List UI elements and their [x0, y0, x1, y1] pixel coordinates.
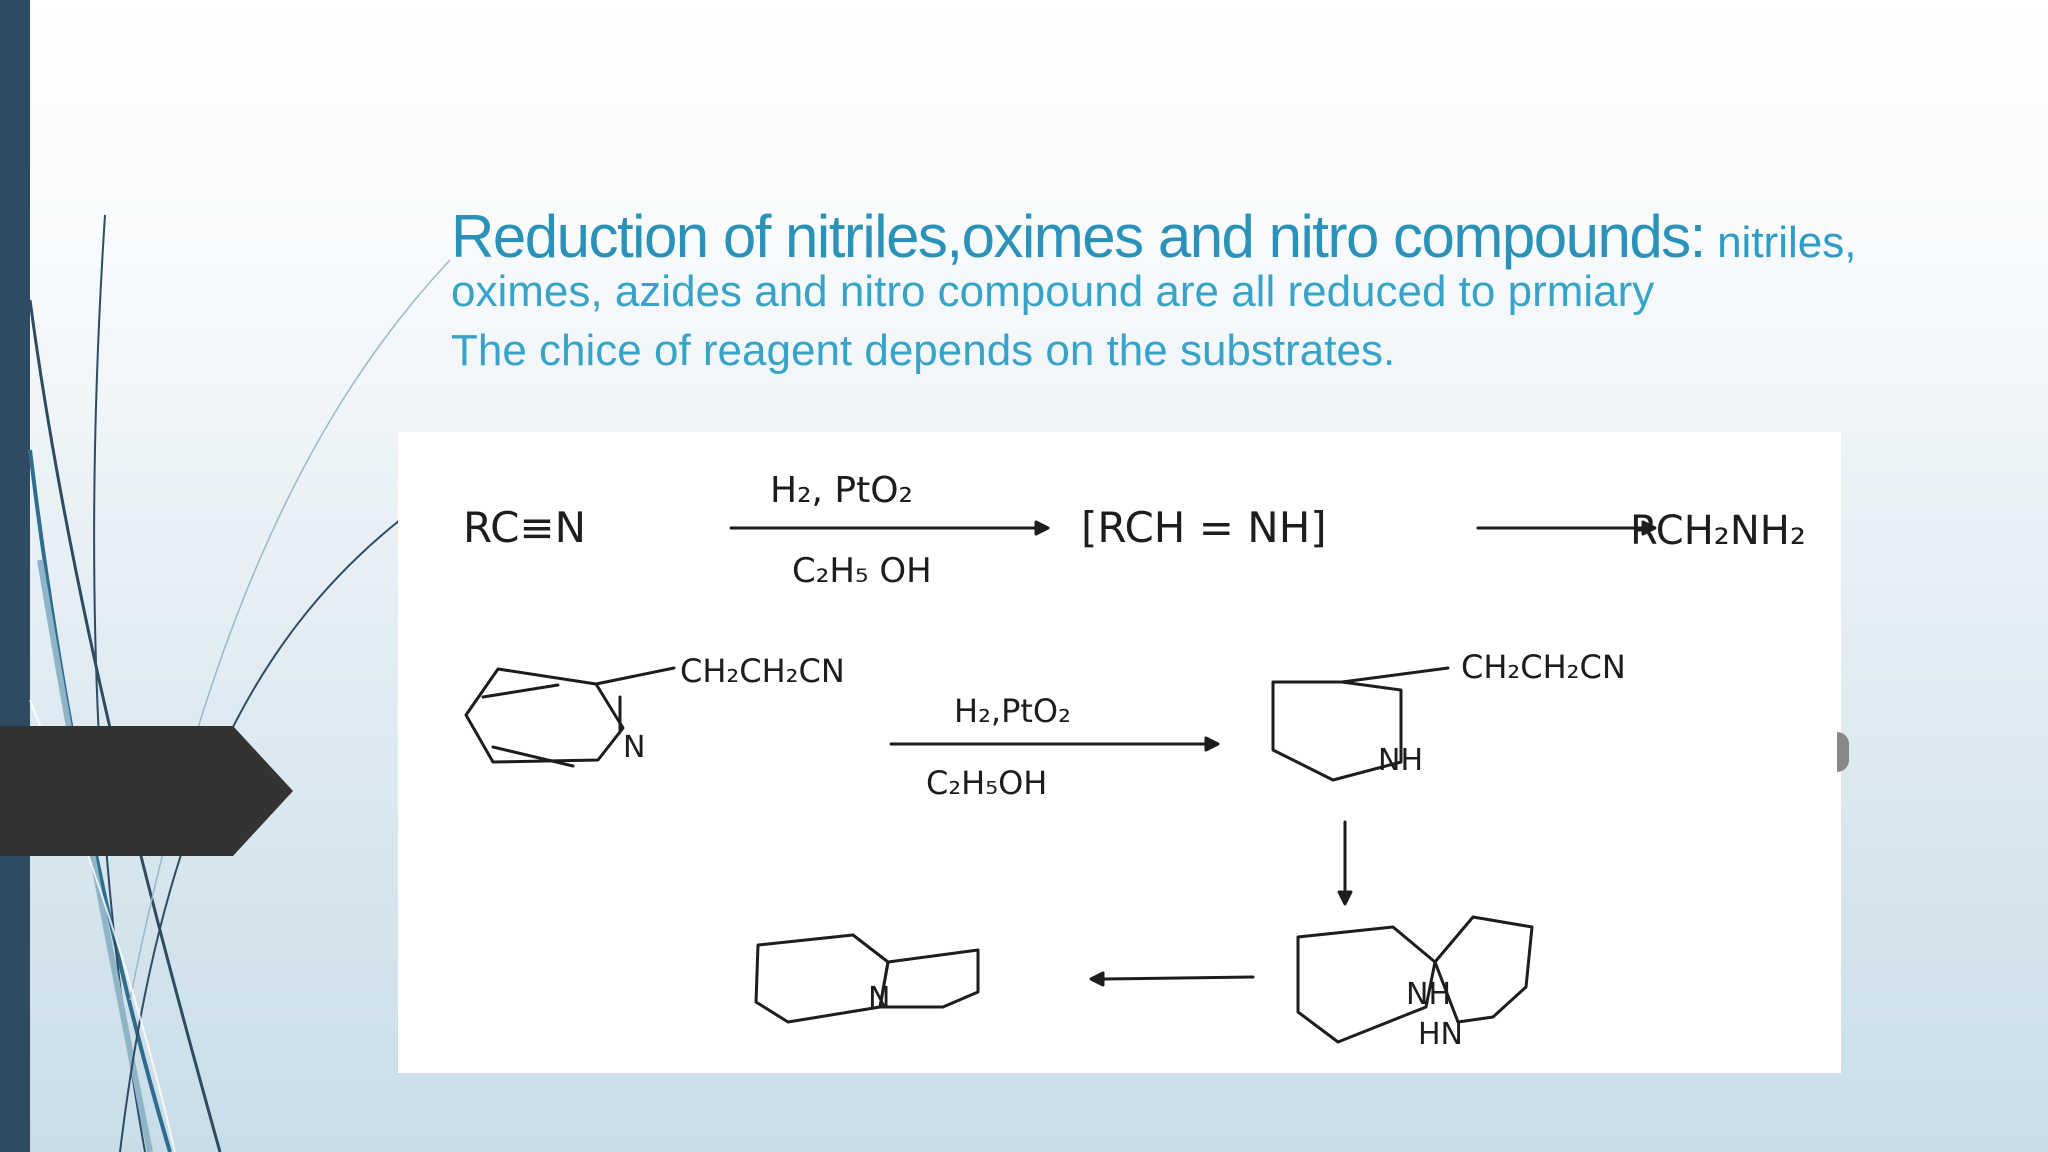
reagent-bottom-2: C₂H₅OH	[926, 764, 1047, 802]
pyridine-inner-bond-3	[491, 745, 575, 768]
bicyclic-nitrogen: N	[868, 981, 890, 1016]
left-accent-bar	[0, 0, 30, 1152]
title-tail-text: nitriles,	[1704, 218, 1857, 267]
cyclized-ring-left	[1296, 925, 1437, 1044]
product-amine: RCH₂NH₂	[1630, 508, 1806, 554]
piperidine-substituent-bond	[1340, 666, 1450, 684]
reagent-top-1: H₂, PtO₂	[770, 470, 913, 511]
decorative-curves	[28, 214, 451, 1152]
arrow-head-3	[1204, 736, 1220, 752]
bicyclic-ring-right	[878, 948, 980, 1009]
body-line-1: oximes, azides and nitro compound are al…	[451, 267, 1655, 316]
body-line-2: The chice of reagent depends on the subs…	[451, 326, 1396, 375]
arrow-head-2	[1641, 520, 1657, 536]
arrow-head-1	[1034, 520, 1050, 536]
slide-title-line: Reduction of nitriles,oximes and nitro c…	[451, 206, 1951, 284]
cyclized-ring-right	[1433, 915, 1534, 1024]
slide-text: Reduction of nitriles,oximes and nitro c…	[451, 206, 1951, 380]
arrow-shaft-left	[1101, 975, 1255, 981]
reagent-top-2: H₂,PtO₂	[954, 692, 1071, 730]
reactant-nitrile: RC≡N	[463, 503, 586, 552]
arrow-head-down	[1337, 890, 1353, 906]
cyclized-hn: HN	[1418, 1017, 1463, 1052]
substituent-left: CH₂CH₂CN	[680, 652, 845, 690]
reaction-scheme-drawing: RC≡N H₂, PtO₂ C₂H₅ OH [RCH = NH] RCH₂NH₂…	[463, 470, 1806, 1052]
slide-title: Reduction of nitriles,oximes and nitro c…	[451, 203, 1706, 270]
pyridine-inner-bond-1	[481, 683, 560, 699]
piperidine-nh: NH	[1378, 743, 1423, 778]
cyclized-nh: NH	[1406, 977, 1451, 1012]
arrow-head-left	[1089, 971, 1105, 987]
chevron-marker	[0, 726, 293, 856]
pyridine-nitrogen: N	[623, 730, 645, 765]
reaction-scheme-image: RC≡N H₂, PtO₂ C₂H₅ OH [RCH = NH] RCH₂NH₂…	[398, 432, 1841, 1073]
substituent-right: CH₂CH₂CN	[1461, 648, 1626, 686]
slide-edge-mark	[1837, 732, 1849, 772]
intermediate-imine: [RCH = NH]	[1081, 503, 1327, 552]
pyridine-substituent-bond	[594, 666, 676, 686]
reagent-bottom-1: C₂H₅ OH	[792, 551, 932, 591]
